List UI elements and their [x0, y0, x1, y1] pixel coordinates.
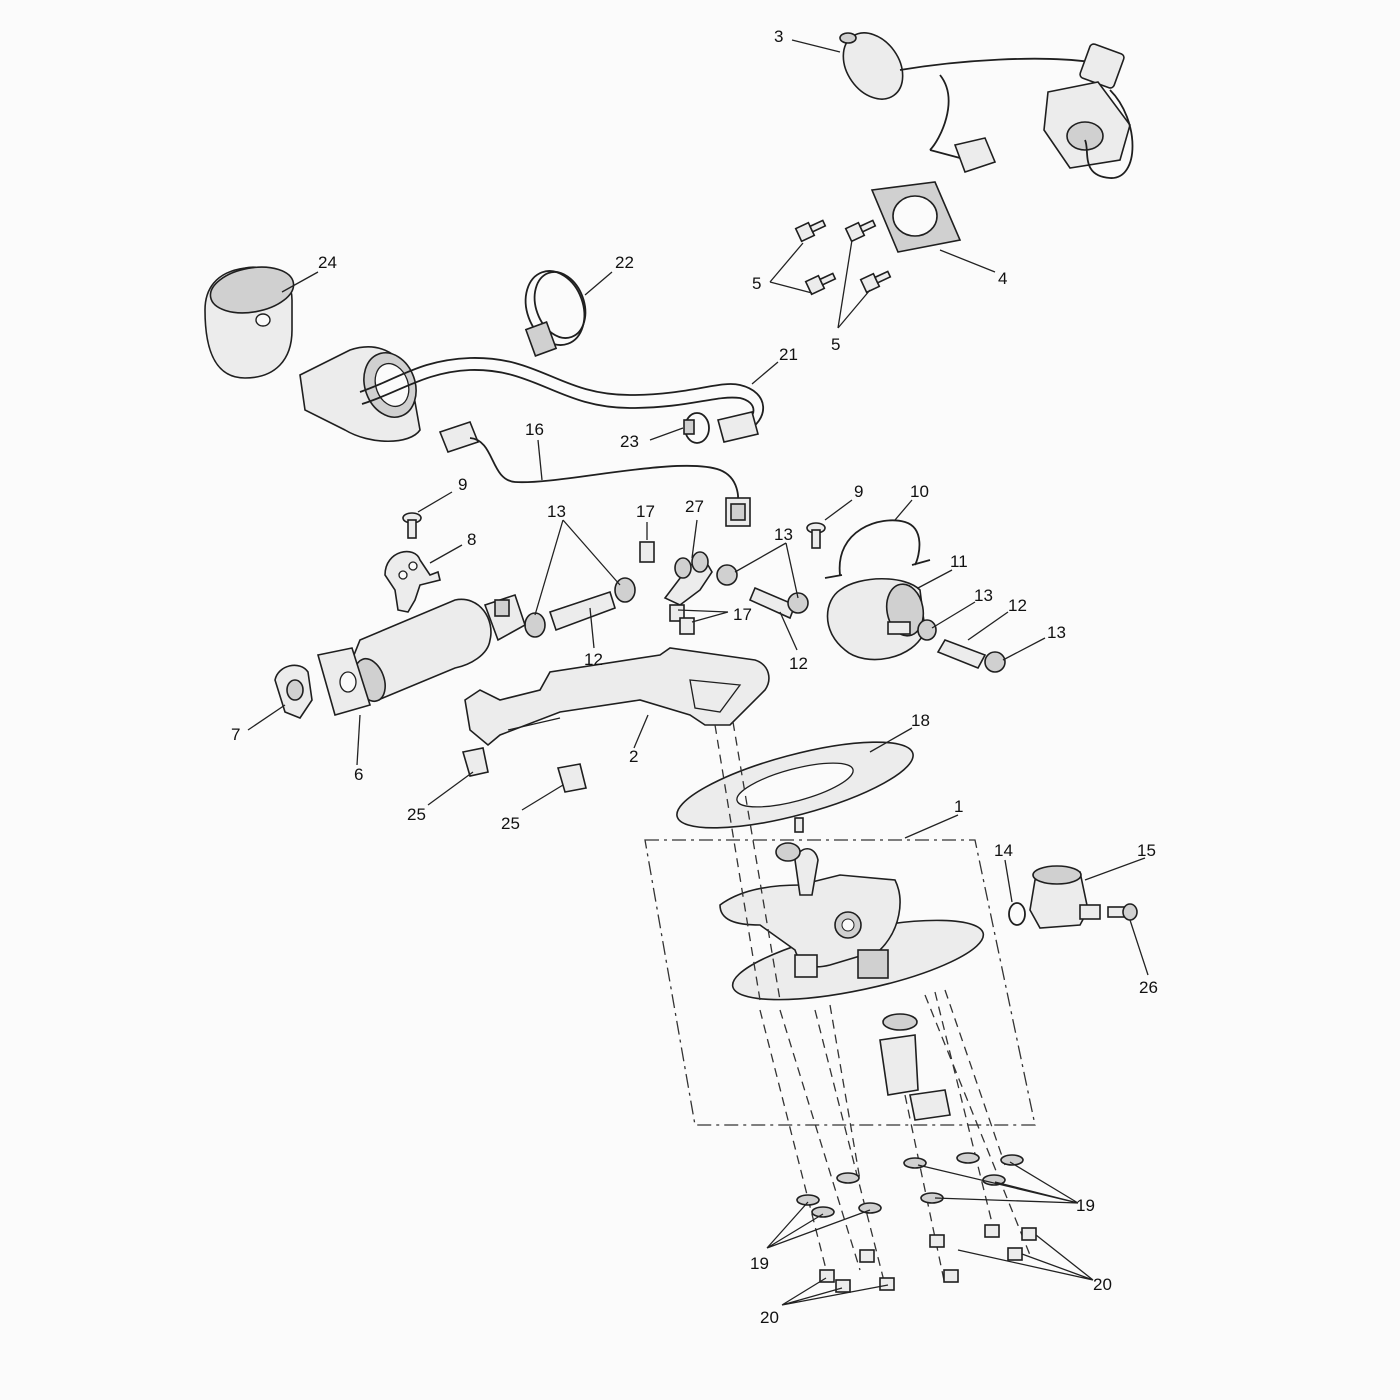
callout-21: 21 [779, 345, 798, 364]
callout-19b: 19 [750, 1254, 769, 1273]
part-5-bolts [794, 219, 892, 296]
callout-5a: 5 [752, 274, 761, 293]
part-22-hose-clip [524, 270, 587, 357]
part-26-screw [1107, 903, 1138, 921]
part-23-clamp [683, 412, 710, 444]
projection-lines [714, 721, 1031, 1286]
callout-9a: 9 [458, 475, 467, 494]
callout-26: 26 [1139, 978, 1158, 997]
callout-9b: 9 [854, 482, 863, 501]
callout-25a: 25 [407, 805, 426, 824]
callout-17a: 17 [636, 502, 655, 521]
callout-20b: 20 [760, 1308, 779, 1327]
part-3-fuel-level-sender [839, 32, 1134, 179]
part-4-gasket [870, 181, 962, 253]
callout-20a: 20 [1093, 1275, 1112, 1294]
part-17-screws [639, 541, 695, 635]
part-12-13-hoses-clips-left [524, 577, 636, 638]
fuel-pump-body [349, 593, 526, 703]
callout-15: 15 [1137, 841, 1156, 860]
callout-13a: 13 [547, 502, 566, 521]
part-19-washers [796, 1152, 1024, 1218]
callout-17b: 17 [733, 605, 752, 624]
part-15-pressure-regulator [1029, 865, 1101, 929]
part-7-clip [274, 664, 313, 719]
callout-13d: 13 [1047, 623, 1066, 642]
callout-3: 3 [774, 27, 783, 46]
part-1-flange-assembly [644, 839, 1036, 1126]
callout-24: 24 [318, 253, 337, 272]
part-27-connector [663, 551, 713, 606]
part-24-cap [204, 266, 295, 379]
part-2-bracket [464, 647, 770, 747]
part-11-fuel-filter [826, 577, 926, 661]
callout-18: 18 [911, 711, 930, 730]
callout-2: 2 [629, 747, 638, 766]
part-10-strap [824, 519, 931, 579]
part-16-wiring-harness [438, 421, 751, 527]
part-20-nuts [819, 1224, 1037, 1293]
callout-10: 10 [910, 482, 929, 501]
part-12-13-hoses-clips-right [716, 564, 1006, 673]
callout-5b: 5 [831, 335, 840, 354]
part-6-plate [316, 647, 372, 716]
callout-13b: 13 [774, 525, 793, 544]
part-8-bracket [384, 550, 441, 613]
callout-13c: 13 [974, 586, 993, 605]
callout-1: 1 [954, 797, 963, 816]
callout-19a: 19 [1076, 1196, 1095, 1215]
callout-23: 23 [620, 432, 639, 451]
callout-6: 6 [354, 765, 363, 784]
part-14-oring [1008, 902, 1026, 926]
callout-12b: 12 [789, 654, 808, 673]
callout-8: 8 [467, 530, 476, 549]
callout-11: 11 [950, 552, 968, 571]
callout-4: 4 [998, 269, 1007, 288]
callout-27: 27 [685, 497, 704, 516]
callout-16: 16 [525, 420, 544, 439]
leader-lines [247, 39, 1149, 1306]
part-21-pipe-assembly [299, 346, 765, 443]
callout-12a: 12 [584, 650, 603, 669]
callout-14: 14 [994, 841, 1013, 860]
callout-12c: 12 [1008, 596, 1027, 615]
callout-7: 7 [231, 725, 240, 744]
callout-25b: 25 [501, 814, 520, 833]
part-25-clips [461, 747, 587, 793]
callout-labels: 1 2 3 4 5 5 6 7 8 9 9 10 11 12 12 12 13 … [231, 27, 1158, 1327]
callout-22: 22 [615, 253, 634, 272]
part-18-seal [676, 741, 914, 833]
part-9-screws [402, 512, 826, 549]
